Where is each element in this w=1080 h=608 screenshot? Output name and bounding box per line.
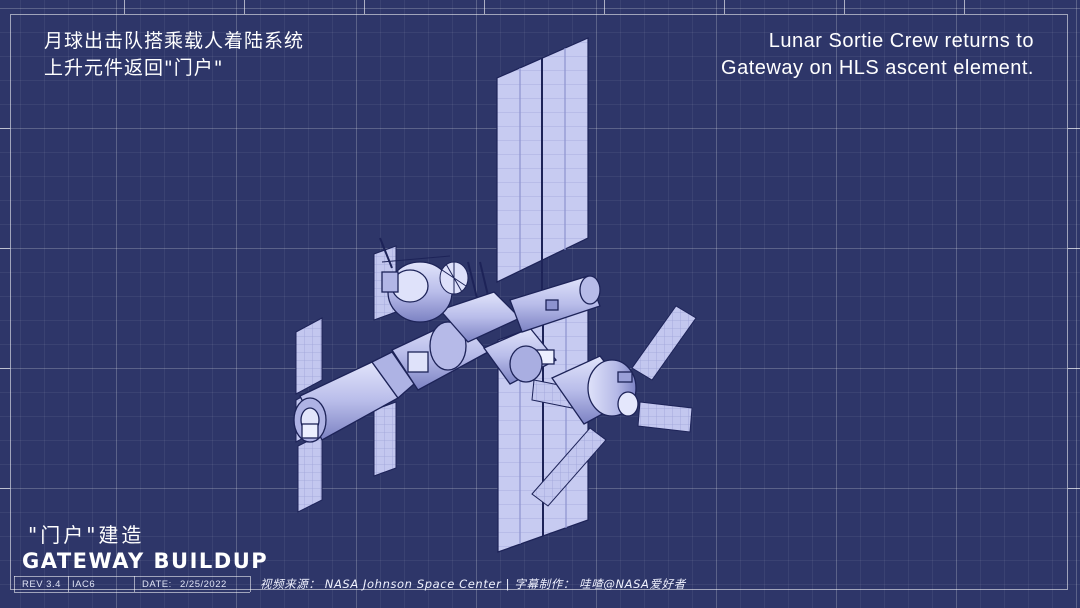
title-chinese: "门户"建造 [28,523,145,547]
hls-ascent-element [381,255,453,323]
english-caption-line-1: Lunar Sortie Crew returns to [768,30,1034,52]
blueprint-frame [10,14,1068,590]
english-caption: Lunar Sortie Crew returns to Gateway on … [721,28,1034,82]
revision-label: REV 3.4 [22,579,61,590]
title-english: GATEWAY BUILDUP [22,549,269,573]
halo-module [391,291,522,391]
antenna-dish [439,261,469,295]
date-value: 2/25/2022 [180,579,227,590]
logistics-module [509,275,601,333]
chinese-caption-line-1: 月球出击队搭乘载人着陆系统 [44,30,305,52]
english-caption-line-2: Gateway on HLS ascent element. [721,57,1034,79]
docking-node [483,327,558,385]
credit-subtitle: 视频来源： NASA Johnson Space Center | 字幕制作： … [260,577,686,591]
upper-solar-array [496,37,589,300]
date-label: DATE: [142,579,172,590]
orion-module [551,355,639,425]
chinese-caption: 月球出击队搭乘载人着陆系统 上升元件返回"门户" [44,28,304,82]
ppe-module [293,351,415,443]
chinese-caption-line-2: 上升元件返回"门户" [44,57,224,79]
revision-code: IAC6 [72,579,96,590]
